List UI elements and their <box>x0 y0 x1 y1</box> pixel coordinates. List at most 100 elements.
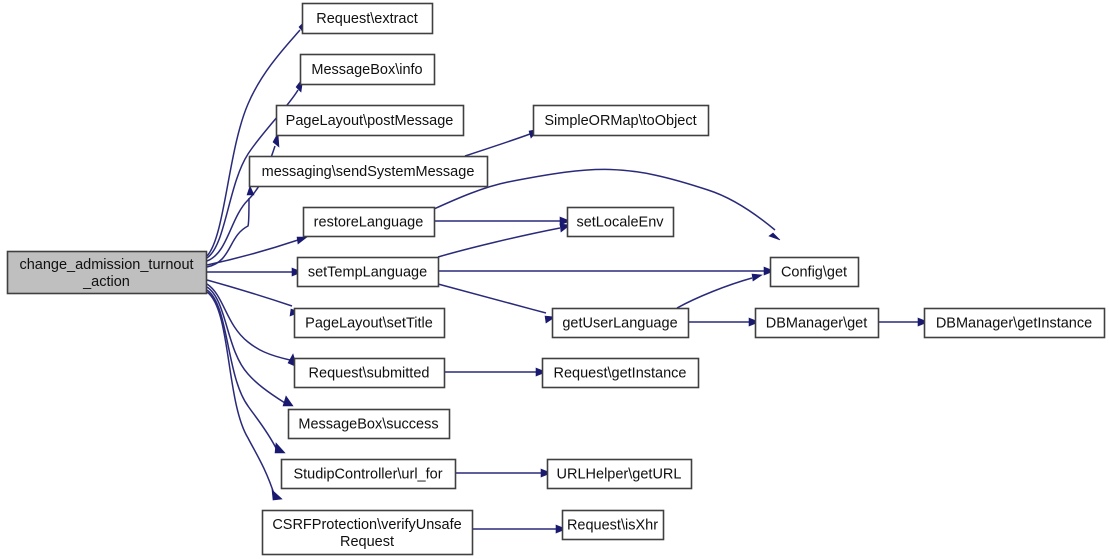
node-request_extract[interactable]: Request\extract <box>301 2 434 35</box>
edge-root-to-messagebox_success <box>206 286 294 407</box>
edge-line <box>206 197 250 268</box>
node-simpleormap_toobject[interactable]: SimpleORMap\toObject <box>532 104 710 137</box>
node-box[interactable] <box>923 307 1106 339</box>
edge-root-to-restorelanguage <box>206 236 308 266</box>
edge-studipcontroller_url_for-to-urlhelper_geturl <box>455 468 552 478</box>
arrowhead-icon <box>559 216 571 226</box>
arrowhead-icon <box>763 266 775 276</box>
node-label: SimpleORMap\toObject <box>544 113 696 129</box>
edge-line <box>676 277 753 309</box>
node-box[interactable] <box>532 104 710 137</box>
node-settemplanguage[interactable]: setTempLanguage <box>296 256 440 288</box>
node-box[interactable] <box>546 458 693 490</box>
node-label: StudipController\url_for <box>293 466 442 482</box>
node-messagebox_success[interactable]: MessageBox\success <box>287 408 451 440</box>
node-box[interactable] <box>6 250 208 295</box>
edges-layer <box>206 18 929 534</box>
arrowhead-icon <box>271 489 283 501</box>
edge-line <box>464 133 531 157</box>
edge-line <box>206 29 301 257</box>
node-box[interactable] <box>561 509 665 541</box>
edge-root-to-request_extract <box>206 18 308 257</box>
arrowhead-icon <box>282 395 294 407</box>
node-setlocaleenv[interactable]: setLocaleEnv <box>566 206 675 238</box>
node-box[interactable] <box>301 2 434 35</box>
node-urlhelper_geturl[interactable]: URLHelper\getURL <box>546 458 693 490</box>
node-box[interactable] <box>293 357 446 389</box>
node-box[interactable] <box>275 104 465 137</box>
node-root[interactable]: change_admission_turnout_action <box>6 250 208 295</box>
node-box[interactable] <box>296 256 440 288</box>
arrowhead-icon <box>751 273 763 282</box>
arrowhead-icon <box>535 367 547 377</box>
edge-restorelanguage-to-config_get <box>433 168 781 241</box>
node-request_submitted[interactable]: Request\submitted <box>293 357 446 389</box>
node-box[interactable] <box>261 509 474 556</box>
nodes-layer: change_admission_turnout_action Request\e… <box>6 2 1106 556</box>
node-label: Config\get <box>781 264 847 280</box>
node-box[interactable] <box>769 256 860 288</box>
node-box[interactable] <box>566 206 675 238</box>
node-label: Request\getInstance <box>553 365 686 381</box>
edge-line <box>206 279 293 307</box>
node-label: DBManager\getInstance <box>936 315 1092 331</box>
node-box[interactable] <box>287 408 451 440</box>
edge-request_submitted-to-request_getinstance <box>444 367 547 377</box>
node-dbmanager_get[interactable]: DBManager\get <box>754 307 880 339</box>
edge-getuserlanguage-to-dbmanager_get <box>688 317 760 327</box>
node-label: PageLayout\postMessage <box>286 113 454 129</box>
node-box[interactable] <box>551 307 690 339</box>
node-label: restoreLanguage <box>314 214 424 230</box>
arrowhead-icon <box>540 468 552 478</box>
node-pagelayout_postmessage[interactable]: PageLayout\postMessage <box>275 104 465 137</box>
node-restorelanguage[interactable]: restoreLanguage <box>302 206 436 238</box>
edge-settemplanguage-to-getuserlanguage <box>437 283 556 324</box>
arrowhead-icon <box>296 236 308 245</box>
node-label: PageLayout\setTitle <box>305 315 433 331</box>
node-box[interactable] <box>299 53 436 86</box>
node-label: Request\extract <box>316 11 418 27</box>
node-box[interactable] <box>293 307 446 339</box>
node-request_getinstance[interactable]: Request\getInstance <box>541 357 700 389</box>
edge-line <box>437 227 561 258</box>
node-request_isxhr[interactable]: Request\isXhr <box>561 509 665 541</box>
node-label: URLHelper\getURL <box>557 466 682 482</box>
node-label: MessageBox\success <box>298 416 438 432</box>
edge-dbmanager_get-to-dbmanager_getinstance <box>878 317 929 327</box>
edge-messaging_sendsystemmessage-to-simpleormap_toobject <box>464 128 540 157</box>
node-box[interactable] <box>754 307 880 339</box>
node-box[interactable] <box>248 155 489 188</box>
node-label: Request\submitted <box>309 365 430 381</box>
node-box[interactable] <box>302 206 436 238</box>
arrowhead-icon <box>246 185 255 196</box>
node-label: Request\isXhr <box>567 517 658 533</box>
edge-root-to-studipcontroller_url_for <box>206 289 286 454</box>
edge-root-to-request_submitted <box>206 283 298 368</box>
edge-root-to-messaging_sendSystemMessage_dummy <box>206 185 255 268</box>
node-studipcontroller_url_for[interactable]: StudipController\url_for <box>280 458 457 490</box>
node-box[interactable] <box>280 458 457 490</box>
node-getuserlanguage[interactable]: getUserLanguage <box>551 307 690 339</box>
node-messagebox_info[interactable]: MessageBox\info <box>299 53 436 86</box>
edge-line <box>206 283 291 361</box>
node-dbmanager_getinstance[interactable]: DBManager\getInstance <box>923 307 1106 339</box>
arrowhead-icon <box>555 524 567 534</box>
node-messaging_sendsystemmessage[interactable]: messaging\sendSystemMessage <box>248 155 489 188</box>
node-pagelayout_settitle[interactable]: PageLayout\setTitle <box>293 307 446 339</box>
arrowhead-icon <box>272 131 280 148</box>
edge-restorelanguage-to-setlocaleenv <box>434 216 571 226</box>
edge-root-to-pagelayout_settitle <box>206 279 301 317</box>
node-box[interactable] <box>541 357 700 389</box>
node-label: change_admission_turnout_action <box>19 257 193 290</box>
node-label: getUserLanguage <box>562 315 677 331</box>
node-label: setLocaleEnv <box>576 214 664 230</box>
edge-line <box>206 239 299 266</box>
node-label: MessageBox\info <box>311 62 422 78</box>
arrowhead-icon <box>917 317 929 327</box>
node-config_get[interactable]: Config\get <box>769 256 860 288</box>
edge-line <box>206 291 276 498</box>
